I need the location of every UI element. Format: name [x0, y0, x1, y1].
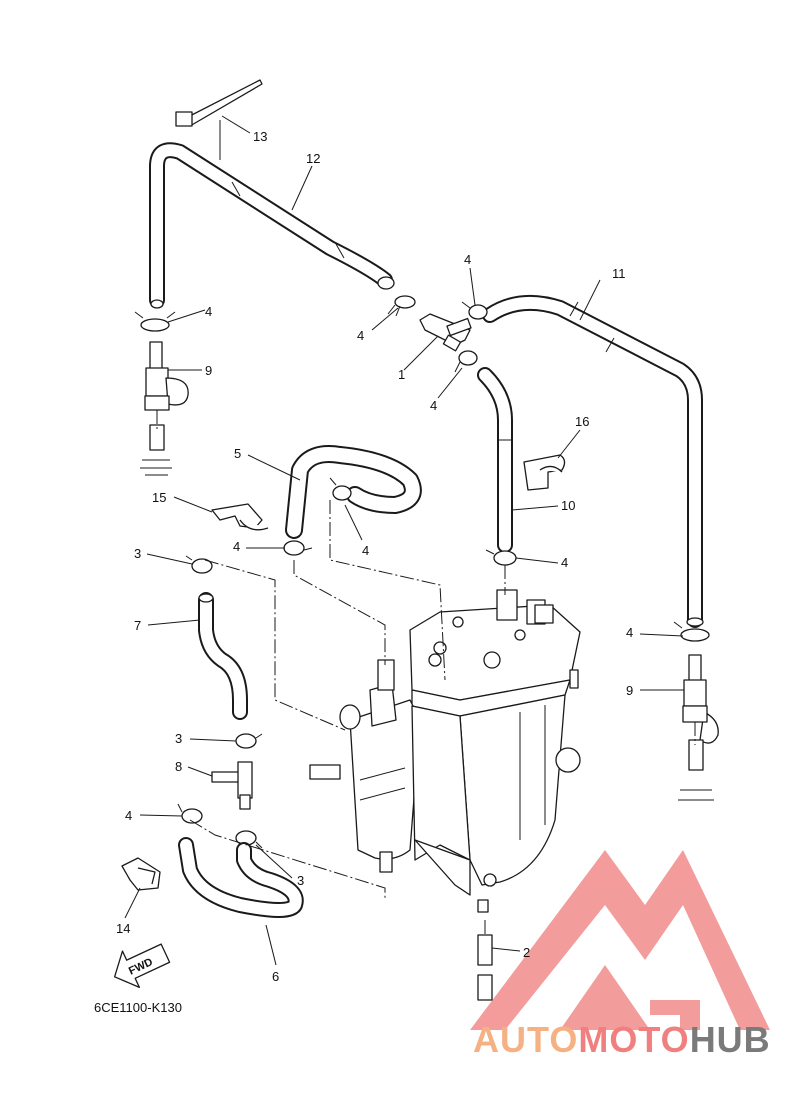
- callout-10: 10: [561, 498, 575, 513]
- callout-15: 15: [152, 490, 166, 505]
- callout-3-mid: 3: [175, 731, 182, 746]
- watermark-auto: AUTO: [473, 1019, 578, 1060]
- callout-5: 5: [234, 446, 241, 461]
- callout-8: 8: [175, 759, 182, 774]
- connector-9-right: [673, 621, 719, 801]
- holder-15: [211, 503, 269, 531]
- clamp-4-d: [329, 477, 352, 501]
- watermark-hub: HUB: [690, 1019, 771, 1060]
- callout-9-left: 9: [205, 363, 212, 378]
- callout-13: 13: [253, 129, 267, 144]
- connector-9-left: [134, 311, 189, 476]
- leader-lines: [124, 115, 684, 966]
- callout-4-right: 4: [626, 625, 633, 640]
- callout-numbers: 13 12 11 4 4 1 4 4 9 16 5 15 10 4 4 3 4 …: [116, 129, 633, 984]
- callout-12: 12: [306, 151, 320, 166]
- holder-16: [523, 454, 566, 491]
- callout-11: 11: [612, 266, 626, 281]
- callout-2: 2: [523, 945, 530, 960]
- watermark-moto: MOTO: [578, 1019, 689, 1060]
- callout-3-lower: 3: [297, 873, 304, 888]
- callout-4-upper-left: 4: [205, 304, 212, 319]
- hose-5: [285, 445, 422, 539]
- callout-4-hose10: 4: [561, 555, 568, 570]
- callout-4-lower: 4: [125, 808, 132, 823]
- watermark-logo-icon: [470, 850, 770, 1030]
- hose-6: [178, 837, 304, 918]
- hose-10: [477, 367, 513, 553]
- fuel-filter-assembly: [309, 589, 581, 913]
- clamp-4-a: [387, 295, 416, 317]
- cable-tie-13: [175, 79, 263, 160]
- diagram-code: 6CE1100-K130: [94, 1000, 182, 1015]
- callout-9-right: 9: [626, 683, 633, 698]
- callout-4-top: 4: [464, 252, 471, 267]
- clamp-4-c: [454, 350, 478, 373]
- callout-4-hose5b: 4: [362, 543, 369, 558]
- hose-12: [149, 142, 395, 309]
- clamp-3-a: [185, 555, 213, 574]
- clamp-3-c: [235, 830, 263, 849]
- guide-lines: [156, 148, 696, 935]
- watermark-brand: AUTOMOTOHUB: [473, 1019, 771, 1060]
- hose-2: [477, 934, 493, 1001]
- callout-1: 1: [398, 367, 405, 382]
- callout-4-joint: 4: [430, 398, 437, 413]
- clamp-3-b: [235, 733, 263, 749]
- callout-6: 6: [272, 969, 279, 984]
- clamp-4-b: [461, 301, 488, 320]
- callout-4-hose5: 4: [233, 539, 240, 554]
- joint-1: [419, 313, 472, 352]
- svg-text:AUTOMOTOHUB: AUTOMOTOHUB: [473, 1019, 771, 1060]
- clamp-4-f: [485, 549, 517, 566]
- fwd-arrow-icon: FWD: [113, 943, 171, 989]
- callout-4-left: 4: [357, 328, 364, 343]
- joint-8: [211, 761, 253, 810]
- callout-3-top: 3: [134, 546, 141, 561]
- callout-14: 14: [116, 921, 130, 936]
- callout-7: 7: [134, 618, 141, 633]
- hose-11: [482, 294, 704, 628]
- holder-14: [121, 857, 161, 891]
- hose-7: [198, 592, 248, 720]
- clamp-4-e: [283, 540, 313, 556]
- callout-16: 16: [575, 414, 589, 429]
